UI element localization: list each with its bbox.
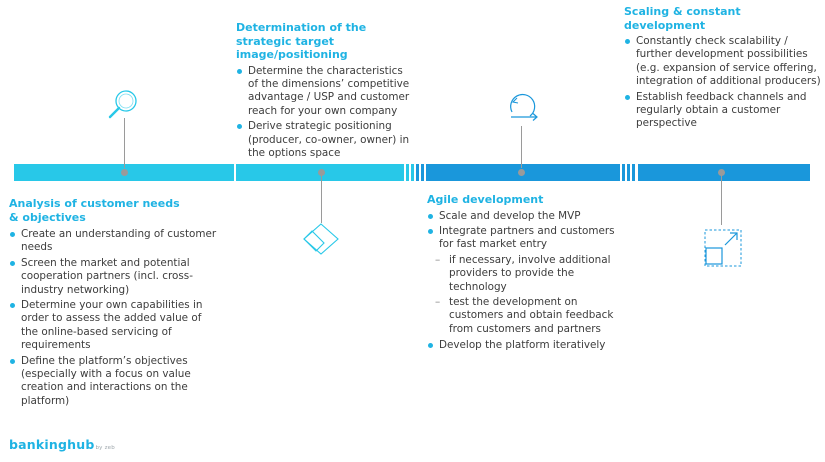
- phase-agile-development: Agile development Scale and develop the …: [427, 193, 627, 355]
- timeline-segment-3-start: [416, 164, 419, 181]
- phase-item-list: Create an understanding of customer need…: [9, 228, 219, 408]
- sub-list-item: test the development on customers and ob…: [427, 296, 627, 336]
- connector-1: [124, 118, 125, 168]
- connector-4: [721, 175, 722, 225]
- sub-list-item: if necessary, involve additional provide…: [427, 254, 627, 294]
- timeline-segment-3-end: [622, 164, 625, 181]
- connector-3-dot: [518, 169, 525, 176]
- phase-strategic-positioning: Determination of the strategic target im…: [236, 21, 416, 162]
- phase-title: Agile development: [427, 193, 544, 206]
- timeline-segment-4-start: [632, 164, 635, 181]
- list-item: Determine your own capabilities in order…: [9, 299, 219, 353]
- timeline-segment-3-start-b: [421, 164, 424, 181]
- connector-2: [321, 175, 322, 223]
- list-item: Create an understanding of customer need…: [9, 228, 219, 255]
- phase-item-list: Determine the characteristics of the dim…: [236, 65, 416, 161]
- phase-title: Determination of the strategic target im…: [236, 21, 367, 61]
- phase-analysis: Analysis of customer needs & objectives …: [9, 197, 219, 410]
- scale-up-icon: [704, 229, 742, 267]
- timeline-segment-3-end-b: [627, 164, 630, 181]
- iteration-cycle-icon: [510, 93, 538, 121]
- list-item: Constantly check scalability / further d…: [624, 35, 824, 89]
- list-item: Scale and develop the MVP: [427, 210, 627, 223]
- phase-title: Analysis of customer needs & objectives: [9, 197, 180, 224]
- sub-list: if necessary, involve additional provide…: [427, 254, 627, 336]
- brand-name: bankinghub: [9, 437, 95, 452]
- connector-4-dot: [718, 169, 725, 176]
- list-item: Establish feedback channels and regularl…: [624, 91, 824, 131]
- list-item: Determine the characteristics of the dim…: [236, 65, 416, 119]
- connector-2-dot: [318, 169, 325, 176]
- list-item-text: Integrate partners and customers for fas…: [439, 224, 615, 251]
- list-item: Screen the market and potential cooperat…: [9, 257, 219, 297]
- list-item: Derive strategic positioning (producer, …: [236, 120, 416, 160]
- phase-item-list: Constantly check scalability / further d…: [624, 35, 824, 131]
- phase-title: Scaling & constant development: [624, 5, 741, 32]
- brand-suffix: by zeb: [95, 445, 115, 451]
- brand-logo: bankinghubby zeb: [9, 437, 115, 452]
- list-item: Develop the platform iteratively: [427, 339, 627, 352]
- magnifier-icon: [108, 90, 137, 119]
- list-item: Define the platform’s objectives (especi…: [9, 355, 219, 409]
- phase-scaling: Scaling & constant development Constantl…: [624, 5, 824, 133]
- list-item: Integrate partners and customers for fas…: [427, 225, 627, 336]
- timeline-segment-2-end-b: [411, 164, 414, 181]
- connector-3: [521, 126, 522, 168]
- diamond-icon: [303, 223, 339, 255]
- phase-item-list: Scale and develop the MVP Integrate part…: [427, 210, 627, 353]
- timeline-segment-2-end: [406, 164, 409, 181]
- connector-1-dot: [121, 169, 128, 176]
